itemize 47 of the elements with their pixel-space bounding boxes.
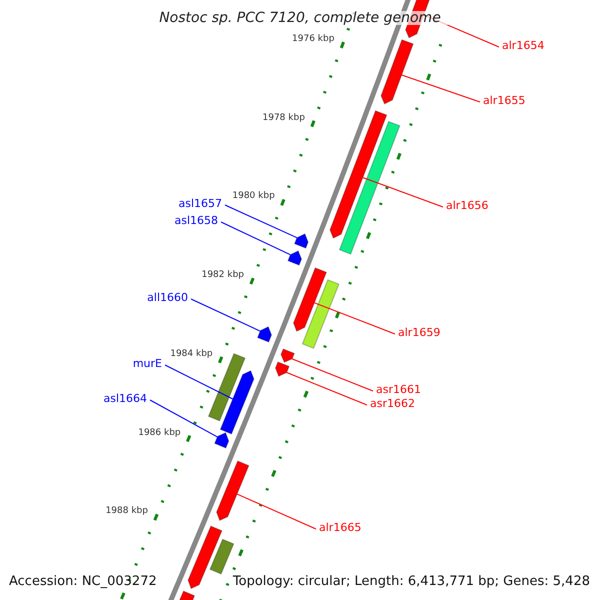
gene-block: [329, 110, 388, 239]
gene-label: alr1655: [483, 95, 526, 106]
scale-label: 1988 kbp: [106, 507, 148, 516]
gene-label: asr1661: [376, 384, 421, 395]
leader-line: [314, 302, 396, 334]
gene-block: [292, 267, 328, 332]
gene-label: alr1656: [446, 200, 488, 211]
gene-label: asl1658: [174, 215, 218, 226]
gene-label: alr1659: [398, 327, 440, 338]
leader-line: [236, 494, 316, 530]
leader-line: [224, 204, 298, 238]
category-bar: [338, 120, 400, 255]
gene-block: [214, 432, 230, 449]
gene-label: asl1664: [103, 393, 147, 404]
leader-line: [164, 364, 234, 400]
gene-label: all1660: [147, 292, 188, 303]
scale-label: 1982 kbp: [202, 271, 244, 280]
gene-block: [274, 361, 290, 377]
gene-block: [188, 525, 223, 590]
gene-label: asr1662: [370, 398, 415, 409]
gene-block: [280, 348, 295, 363]
category-bar: [302, 279, 340, 349]
scale-label: 1976 kbp: [292, 34, 334, 44]
gene-label: alr1665: [319, 522, 362, 533]
scale-label: 1978 kbp: [262, 114, 305, 123]
scale-label: 1984 kbp: [170, 350, 213, 359]
gene-label: asl1657: [178, 198, 222, 209]
gene-label: murE: [132, 358, 162, 369]
gene-block: [256, 326, 272, 343]
gene-label: alr1654: [502, 40, 544, 51]
gene-block: [287, 250, 302, 266]
gene-block: [294, 233, 309, 249]
scale-label: 1986 kbp: [138, 428, 181, 438]
leader-line: [286, 372, 368, 406]
leader-line: [292, 358, 374, 392]
footer-text: Accession: NC_003272: [9, 575, 157, 588]
footer-text: Topology: circular; Length: 6,413,771 bp; Genes: 5,428: [232, 575, 590, 588]
leader-line: [401, 74, 480, 102]
leader-line: [190, 298, 261, 332]
leader-line: [150, 400, 218, 438]
gene-block: [380, 39, 414, 105]
leader-line: [362, 177, 444, 208]
gene-block: [216, 460, 250, 522]
category-bar: [209, 538, 234, 575]
gene-block: [220, 370, 254, 435]
leader-line: [220, 222, 291, 256]
scale-label: 1980 kbp: [232, 192, 275, 202]
